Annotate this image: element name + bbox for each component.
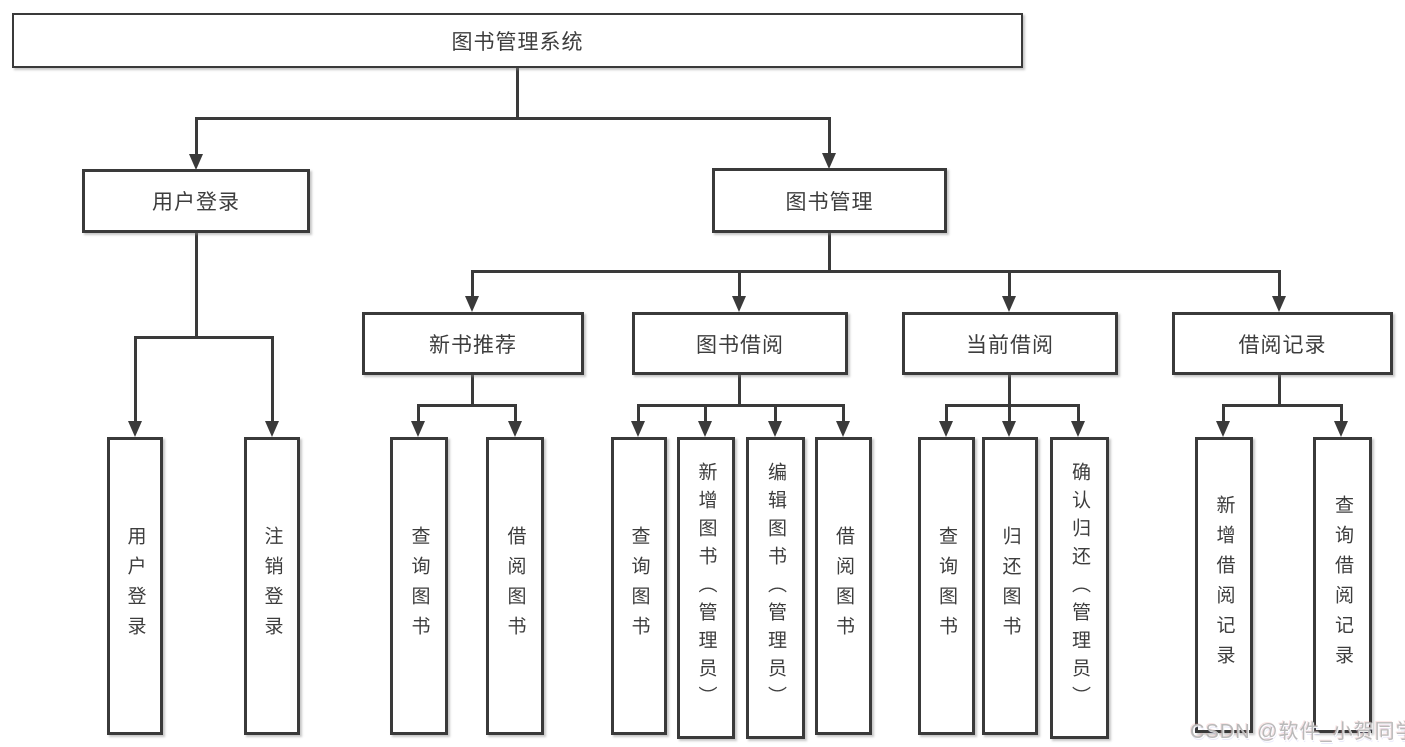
connector <box>1340 404 1343 422</box>
node-borrow-records: 借阅记录 <box>1172 312 1393 375</box>
arrow-down-icon <box>189 154 203 170</box>
node-new-book-recommend: 新书推荐 <box>362 312 584 375</box>
connector <box>471 375 474 406</box>
connector <box>514 404 517 422</box>
arrow-down-icon <box>836 421 850 437</box>
connector <box>1278 270 1281 297</box>
connector <box>471 270 1281 273</box>
connector <box>637 404 845 407</box>
node-label: 新书推荐 <box>429 333 517 357</box>
arrow-down-icon <box>631 421 645 437</box>
connector <box>134 336 274 339</box>
connector <box>738 375 741 406</box>
node-label: 新增借阅记录 <box>1213 495 1235 675</box>
node-current-borrow: 当前借阅 <box>902 312 1118 375</box>
connector <box>842 404 845 422</box>
connector <box>134 336 137 422</box>
leaf-query-books-borrow: 查询图书 <box>611 437 667 735</box>
connector <box>828 117 831 154</box>
csdn-watermark: CSDN @软件_小贺同学 <box>1190 721 1405 743</box>
arrow-down-icon <box>822 153 836 169</box>
node-label: 新增图书（管理员） <box>695 462 717 714</box>
node-label: 确认归还（管理员） <box>1069 462 1090 714</box>
leaf-borrow-books-recommend: 借阅图书 <box>486 437 544 735</box>
node-book-borrow: 图书借阅 <box>632 312 848 375</box>
leaf-logout: 注销登录 <box>244 437 300 735</box>
connector <box>1077 404 1080 422</box>
connector <box>637 404 640 422</box>
connector <box>417 404 517 407</box>
connector <box>1278 375 1281 406</box>
leaf-add-borrow-record: 新增借阅记录 <box>1195 437 1253 733</box>
leaf-query-books-current: 查询图书 <box>918 437 975 735</box>
connector <box>195 117 831 120</box>
node-label: 编辑图书（管理员） <box>765 462 786 714</box>
arrow-down-icon <box>732 296 746 312</box>
leaf-user-login: 用户登录 <box>107 437 163 735</box>
node-label: 当前借阅 <box>966 333 1054 357</box>
connector <box>738 270 741 297</box>
connector <box>1008 375 1011 406</box>
node-user-login: 用户登录 <box>82 169 310 233</box>
connector <box>945 404 948 422</box>
arrow-down-icon <box>768 421 782 437</box>
leaf-return-books: 归还图书 <box>982 437 1038 735</box>
node-label: 查询图书 <box>936 526 957 646</box>
connector <box>271 336 274 422</box>
connector <box>516 68 519 119</box>
connector <box>774 404 777 422</box>
arrow-down-icon <box>1002 296 1016 312</box>
leaf-query-books-recommend: 查询图书 <box>390 437 448 735</box>
connector <box>945 404 1080 407</box>
connector <box>704 404 707 422</box>
leaf-confirm-return-admin: 确认归还（管理员） <box>1050 437 1109 739</box>
arrow-down-icon <box>265 421 279 437</box>
connector <box>828 232 831 272</box>
arrow-down-icon <box>1071 421 1085 437</box>
connector <box>417 404 420 422</box>
arrow-down-icon <box>939 421 953 437</box>
arrow-down-icon <box>1216 421 1230 437</box>
arrow-down-icon <box>411 421 425 437</box>
arrow-down-icon <box>1272 296 1286 312</box>
arrow-down-icon <box>1002 421 1016 437</box>
node-label: 用户登录 <box>152 191 240 214</box>
node-label: 用户登录 <box>124 526 146 646</box>
node-label: 图书借阅 <box>696 333 784 357</box>
connector <box>471 270 474 297</box>
node-label: 借阅图书 <box>504 526 526 646</box>
node-label: 图书管理系统 <box>451 30 584 54</box>
node-system-root: 图书管理系统 <box>12 13 1023 68</box>
leaf-borrow-books: 借阅图书 <box>815 437 872 735</box>
connector <box>195 232 198 338</box>
node-label: 借阅图书 <box>833 526 854 646</box>
node-label: 查询图书 <box>408 526 430 646</box>
arrow-down-icon <box>465 296 479 312</box>
node-label: 借阅记录 <box>1238 333 1327 357</box>
connector <box>1222 404 1342 407</box>
leaf-add-books-admin: 新增图书（管理员） <box>677 437 735 739</box>
arrow-down-icon <box>508 421 522 437</box>
arrow-down-icon <box>128 421 142 437</box>
connector <box>195 117 198 155</box>
connector <box>1008 404 1011 422</box>
arrow-down-icon <box>698 421 712 437</box>
node-label: 查询图书 <box>628 526 650 646</box>
leaf-query-borrow-record: 查询借阅记录 <box>1313 437 1372 733</box>
node-label: 查询借阅记录 <box>1332 495 1353 675</box>
node-label: 图书管理 <box>785 190 874 214</box>
arrow-down-icon <box>1334 421 1348 437</box>
node-book-management: 图书管理 <box>712 168 947 233</box>
connector <box>1222 404 1225 422</box>
node-label: 归还图书 <box>999 526 1021 646</box>
connector <box>1008 270 1011 297</box>
leaf-edit-books-admin: 编辑图书（管理员） <box>746 437 805 739</box>
node-label: 注销登录 <box>261 526 283 646</box>
